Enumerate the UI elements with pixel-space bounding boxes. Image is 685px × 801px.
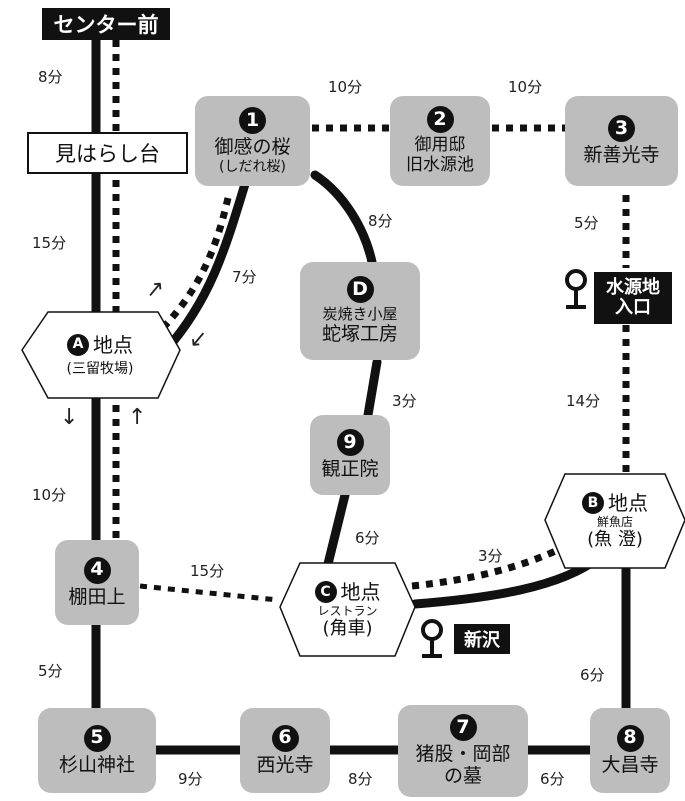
- dotted-1-to-A: [153, 197, 232, 338]
- stop-label-line1: 水源地: [606, 277, 660, 299]
- route-1-to-D: [310, 170, 377, 267]
- stop-name: 御感の桜: [214, 136, 291, 159]
- stop-4-tanada-ue: 4 棚田上: [55, 540, 139, 625]
- stop-number: 3: [608, 115, 635, 143]
- stop-name-line2: 旧水源池: [406, 155, 474, 175]
- travel-time: 15分: [32, 234, 67, 252]
- travel-time: 10分: [328, 78, 363, 96]
- bus-stop-icon: [421, 619, 443, 658]
- stop-5-sugiyama-jinja: 5 杉山神社: [38, 708, 156, 793]
- stop-name: 西光寺: [256, 753, 314, 776]
- travel-time: 9分: [178, 770, 203, 788]
- stop-number: 6: [271, 724, 299, 752]
- top-start-label: センター前: [42, 8, 170, 40]
- dotted-C-to-B: [411, 544, 564, 590]
- down-arrow-icon: ↓: [60, 405, 79, 430]
- point-letter: C: [314, 581, 337, 603]
- stop-1-gokan-sakura: 1 御感の桜 (しだれ桜): [195, 96, 310, 186]
- dotted-4-to-C: [139, 583, 279, 603]
- stop-name: 観正院: [321, 458, 379, 481]
- stop-9-kanshoin: 9 観正院: [310, 415, 390, 495]
- point-title: 地点: [93, 332, 133, 357]
- travel-time: 3分: [478, 547, 503, 565]
- point-title: 地点: [608, 491, 648, 515]
- point-title: 地点: [340, 580, 381, 604]
- point-subname: レストラン: [317, 604, 378, 618]
- route-1-to-A: [161, 179, 250, 355]
- point-subname: 鮮魚店: [596, 515, 633, 529]
- travel-time: 10分: [508, 78, 543, 96]
- point-A-hexagon: [21, 311, 181, 399]
- point-C-hexagon: [279, 562, 416, 657]
- travel-time: 6分: [355, 529, 380, 547]
- stop-number: 9: [336, 429, 364, 457]
- stop-number: 5: [83, 724, 111, 752]
- route-9-to-C: [322, 490, 350, 573]
- stop-number: 8: [616, 724, 644, 752]
- route-D-to-9: [363, 357, 382, 420]
- travel-time: 7分: [232, 268, 257, 286]
- stop-name: 猪股・岡部: [415, 743, 511, 766]
- stop-name: 蛇塚工房: [321, 322, 398, 345]
- point-name: (角車): [322, 618, 373, 640]
- stop-6-saikoji: 6 西光寺: [240, 708, 330, 793]
- stop-subname: 炭焼き小屋: [322, 305, 398, 324]
- stop-name: 新善光寺: [583, 144, 660, 167]
- bus-stop-icon: [565, 269, 587, 309]
- travel-time: 6分: [540, 770, 565, 788]
- point-B-hexagon: [544, 473, 685, 569]
- point-name: (魚 澄): [587, 529, 643, 551]
- travel-time: 5分: [38, 662, 63, 680]
- travel-time: 3分: [392, 392, 417, 410]
- travel-time: 15分: [190, 562, 225, 580]
- travel-time: 8分: [38, 68, 63, 86]
- shinzawa-stop-label: 新沢: [454, 624, 510, 654]
- travel-time: 8分: [368, 212, 393, 230]
- stop-name: 御用邸: [414, 135, 466, 156]
- stop-name: 棚田上: [68, 585, 126, 608]
- travel-time: 10分: [32, 486, 67, 504]
- point-B-label: B 地点 鮮魚店 (魚 澄): [555, 476, 675, 566]
- point-letter: A: [67, 333, 89, 356]
- stop-name: 杉山神社: [58, 753, 135, 776]
- stop-8-daishoji: 8 大昌寺: [590, 708, 670, 793]
- point-A-label: A 地点 (三留牧場): [30, 316, 170, 394]
- stop-number: 2: [426, 106, 454, 134]
- stop-7-inomata-okabe-haka: 7 猪股・岡部 の墓: [398, 705, 528, 797]
- stop-letter: D: [346, 276, 374, 304]
- stop-name: 大昌寺: [601, 753, 659, 776]
- stop-name-line2: の墓: [443, 765, 482, 787]
- suigenchi-iriguchi-stop-label: 水源地 入口: [594, 272, 672, 324]
- point-subname: (三留牧場): [66, 360, 134, 377]
- dotted-routes: [112, 40, 630, 590]
- stop-label-line2: 入口: [615, 297, 651, 318]
- travel-time: 6分: [580, 666, 605, 684]
- stop-subname: (しだれ桜): [219, 158, 286, 175]
- miharashi-label: 見はらし台: [27, 132, 188, 174]
- stop-3-shinzenkoji: 3 新善光寺: [565, 96, 678, 186]
- travel-time: 8分: [348, 770, 373, 788]
- stop-number: 1: [239, 107, 266, 135]
- stop-D-hebizuka-kobo: D 炭焼き小屋 蛇塚工房: [300, 262, 420, 360]
- travel-time: 5分: [574, 214, 599, 232]
- travel-time: 14分: [566, 392, 601, 410]
- point-letter: B: [582, 492, 604, 514]
- stop-2-goyoutei: 2 御用邸 旧水源池: [390, 96, 490, 186]
- up-arrow-icon: ↑: [128, 405, 147, 430]
- stop-number: 4: [83, 556, 111, 584]
- point-C-label: C 地点 レストラン (角車): [290, 565, 405, 655]
- stop-number: 7: [449, 714, 477, 742]
